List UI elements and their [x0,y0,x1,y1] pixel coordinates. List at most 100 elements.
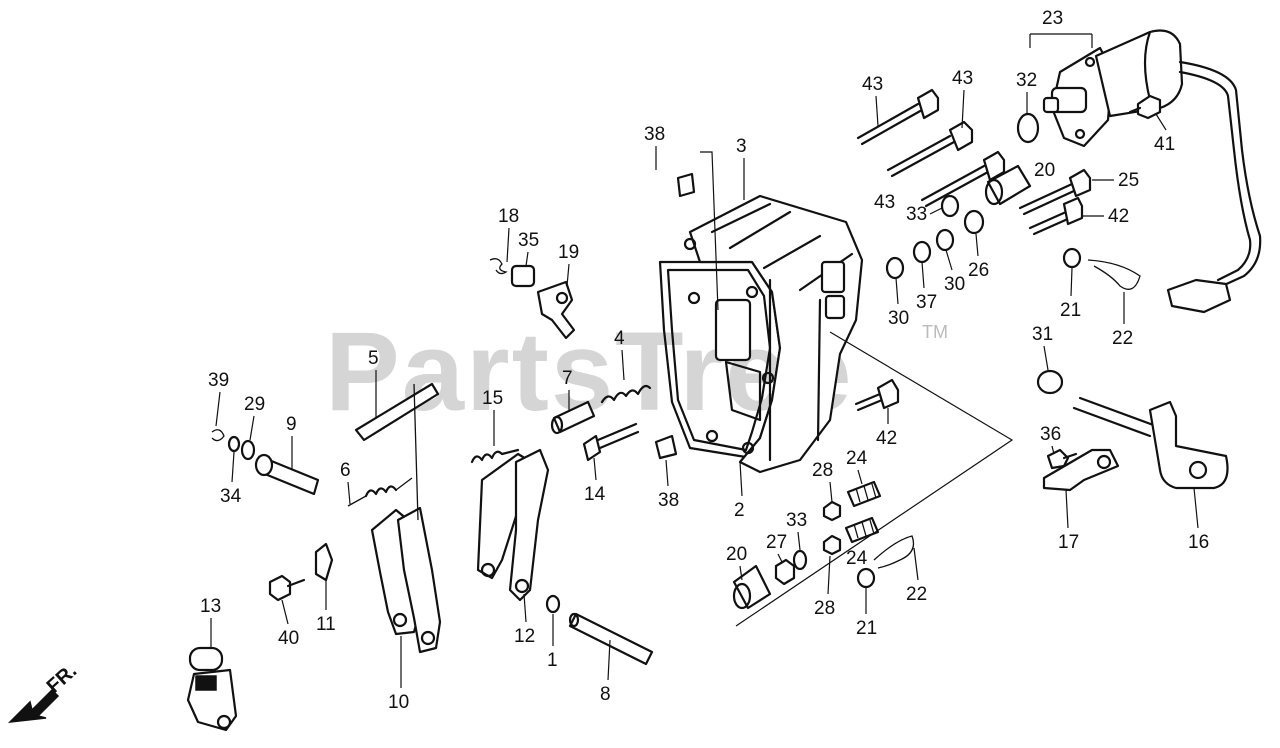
callout-30-b: 30 [944,274,965,295]
callout-22-upper: 22 [1112,328,1133,349]
bolt-43-c [920,150,1006,208]
screw-24-a [846,480,882,508]
collar-38-lower [654,434,678,460]
governor-arm-16 [1072,396,1229,490]
collar-20-lower [732,564,772,610]
callout-43-b: 43 [952,68,973,89]
callout-7: 7 [562,368,573,389]
callout-36: 36 [1040,424,1061,445]
washer-30-b [935,228,955,252]
watermark-trademark: TM [922,322,948,342]
spring-4 [600,384,652,404]
collar-38-upper [676,172,696,198]
nut-28-lower [822,534,842,556]
callout-42-upper: 42 [1108,206,1129,227]
callout-38-lower: 38 [658,490,679,511]
bolt-36 [1046,448,1078,470]
spring-15 [470,448,520,464]
callout-3: 3 [736,136,747,157]
callout-42-lower: 42 [876,428,897,449]
nut-27 [774,558,796,586]
bracket-11 [314,542,334,582]
callout-25: 25 [1118,170,1139,191]
callout-24-upper: 24 [846,448,868,469]
spring-18 [489,258,508,275]
callout-32: 32 [1016,70,1037,91]
callout-24-lower: 24 [846,548,868,569]
clip-19 [536,280,576,340]
bolt-43-b [886,120,974,178]
callout-2: 2 [734,500,745,521]
callout-30-a: 30 [888,308,909,329]
callout-9: 9 [286,414,297,435]
callout-6: 6 [340,460,351,481]
rod-5 [354,382,440,442]
lever-10 [370,383,442,654]
pin-22-lower [873,535,915,569]
callout-13: 13 [200,596,221,617]
callout-10: 10 [388,692,409,713]
callout-39: 39 [208,370,229,391]
screw-24-b [844,516,880,544]
bolt-43-a [856,88,940,146]
callout-21-upper: 21 [1060,300,1081,321]
callout-26: 26 [968,260,989,281]
callout-15: 15 [482,388,503,409]
clip-1 [545,594,561,614]
callout-1: 1 [547,650,558,671]
pin-9 [254,453,320,496]
spring-6-ends [347,477,413,507]
callout-40: 40 [278,628,299,649]
callout-29: 29 [244,394,265,415]
callout-31: 31 [1032,324,1053,345]
callout-4: 4 [614,328,625,349]
link-13 [186,646,238,732]
bolt-40 [268,574,306,602]
callout-labels: 1 2 3 4 5 6 7 8 9 10 11 12 13 14 15 16 1… [200,8,1209,713]
callout-11: 11 [316,614,336,635]
callout-33-upper: 33 [906,204,927,225]
bolt-41 [1128,94,1162,120]
callout-8: 8 [600,684,611,705]
shaft-8 [568,612,654,666]
callout-16: 16 [1188,532,1209,553]
solenoid-assembly [1042,29,1262,314]
clip-39 [211,429,225,442]
oring-33-upper [940,194,960,218]
nut-37 [912,240,932,264]
lever-12 [476,448,550,602]
callout-33-lower: 33 [786,510,807,531]
spring-6 [364,485,398,498]
callout-41: 41 [1154,134,1175,155]
callout-14: 14 [584,484,606,505]
bolt-25 [1018,168,1092,216]
washer-34 [227,435,241,453]
bolt-42-upper [1028,196,1084,236]
pin-22-upper [1087,259,1141,290]
leader-38-to-case [700,151,719,311]
front-direction-label: FR. [43,660,82,698]
screw-14 [582,422,640,462]
nut-28-upper [822,500,842,522]
washer-29 [240,439,256,461]
callout-12: 12 [514,626,535,647]
callout-27: 27 [766,532,787,553]
front-direction-arrow [7,688,60,723]
callout-35: 35 [518,230,539,251]
callout-19: 19 [558,242,579,263]
bearing-31 [1036,369,1064,395]
leader-case-lower [735,331,1014,627]
washer-32 [1016,112,1040,144]
callout-38-upper: 38 [644,124,665,145]
callout-17: 17 [1058,532,1079,553]
callout-5: 5 [368,348,379,369]
bolt-42-lower [854,378,900,412]
callout-21-lower: 21 [856,618,877,639]
callout-22-lower: 22 [906,584,927,605]
callout-20-upper: 20 [1034,160,1055,181]
callout-34: 34 [220,486,242,507]
callout-43-c: 43 [874,192,895,213]
case-housing [658,194,864,474]
clip-21-lower [856,567,876,589]
washer-30-a [885,256,905,280]
